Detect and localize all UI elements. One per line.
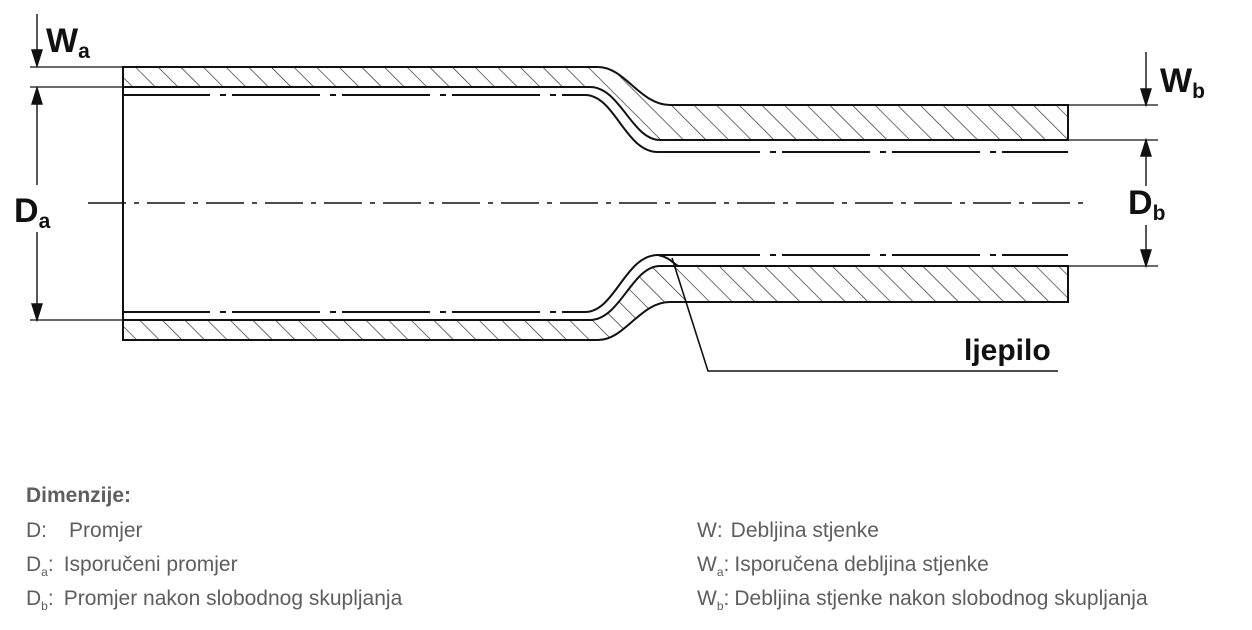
legend-item-wall: W:Debljina stjenke [697,519,879,542]
adhesive-line-bottom [123,254,1068,313]
legend-item-diameter: D:Promjer [26,519,143,542]
adhesive-gaps [210,92,1002,315]
adhesive-lip [657,254,679,267]
wall-a-label: Wa [46,22,90,63]
extension-lines [30,66,1158,321]
diameter-b-label: Db [1128,184,1165,225]
tube-bottom-wall [122,265,1069,341]
diameter-a-label: Da [14,192,51,233]
adhesive-label: ljepilo [964,334,1051,367]
legend-item-diameter-a: Da:Isporučeni promjer [26,553,238,579]
adhesive-line-top [123,94,1068,153]
diameter-a-dimension [31,85,43,323]
heat-shrink-tube-diagram: Wa Da Wb Db ljepilo [14,14,1205,372]
legend-item-wall-a: Wa:Isporučena debljina stjenke [697,553,989,579]
legend-item-wall-b: Wb:Debljina stjenke nakon slobodnog skup… [697,587,1148,613]
wall-a-dimension [31,14,43,69]
wall-b-dimension [1140,52,1152,108]
legend-item-diameter-b: Db:Promjer nakon slobodnog skupljanja [26,587,403,613]
adhesive-leader-line [671,257,1058,372]
wall-b-label: Wb [1160,62,1205,103]
legend-title: Dimenzije: [26,484,132,507]
tube-top-wall [122,66,1069,141]
diameter-b-dimension [1140,137,1152,269]
